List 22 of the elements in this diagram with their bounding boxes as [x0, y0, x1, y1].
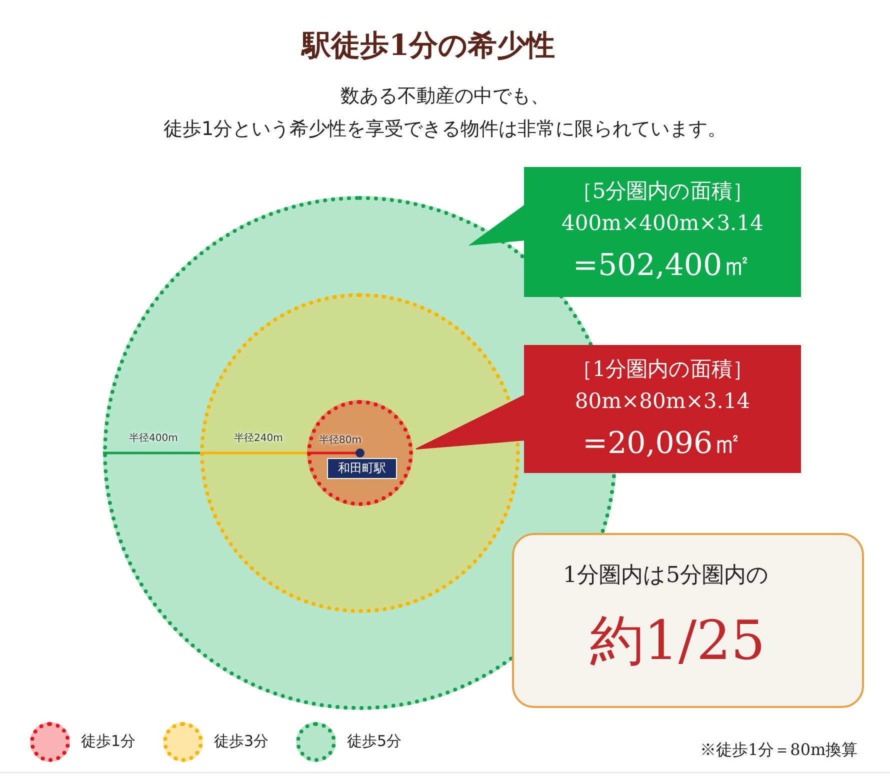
subtitle: 数ある不動産の中でも、 — [340, 84, 550, 109]
legend-label: 徒歩5分 — [347, 732, 402, 751]
subtitle: 徒歩1分という希少性を享受できる物件は非常に限られています。 — [163, 117, 727, 142]
footnote: ※徒歩1分＝80m換算 — [700, 740, 858, 761]
radius-label: 半径400m — [129, 432, 178, 445]
radius-label: 半径80m — [319, 434, 362, 447]
summary-text: 1分圏内は5分圏内の — [563, 562, 769, 590]
ratio-value: 約1/25 — [590, 608, 766, 674]
legend-label: 徒歩3分 — [214, 732, 269, 751]
callout-heading: ［5分圏内の面積］ — [570, 178, 755, 205]
area-result: =20,096㎡ — [581, 425, 744, 463]
area-result: =502,400㎡ — [572, 247, 754, 285]
callout-heading: ［1分圏内の面積］ — [570, 356, 755, 383]
title: 駅徒歩1分の希少性 — [302, 27, 556, 64]
callout-tail — [416, 394, 526, 450]
summary-box — [512, 533, 864, 708]
legend-label: 徒歩1分 — [81, 732, 136, 751]
area-formula: 80m×80m×3.14 — [574, 389, 752, 413]
station-name-box: 和田町駅 — [327, 458, 397, 479]
radius-label: 半径240m — [234, 432, 283, 445]
callout-tail — [468, 204, 526, 246]
area-formula: 400m×400m×3.14 — [560, 211, 764, 235]
